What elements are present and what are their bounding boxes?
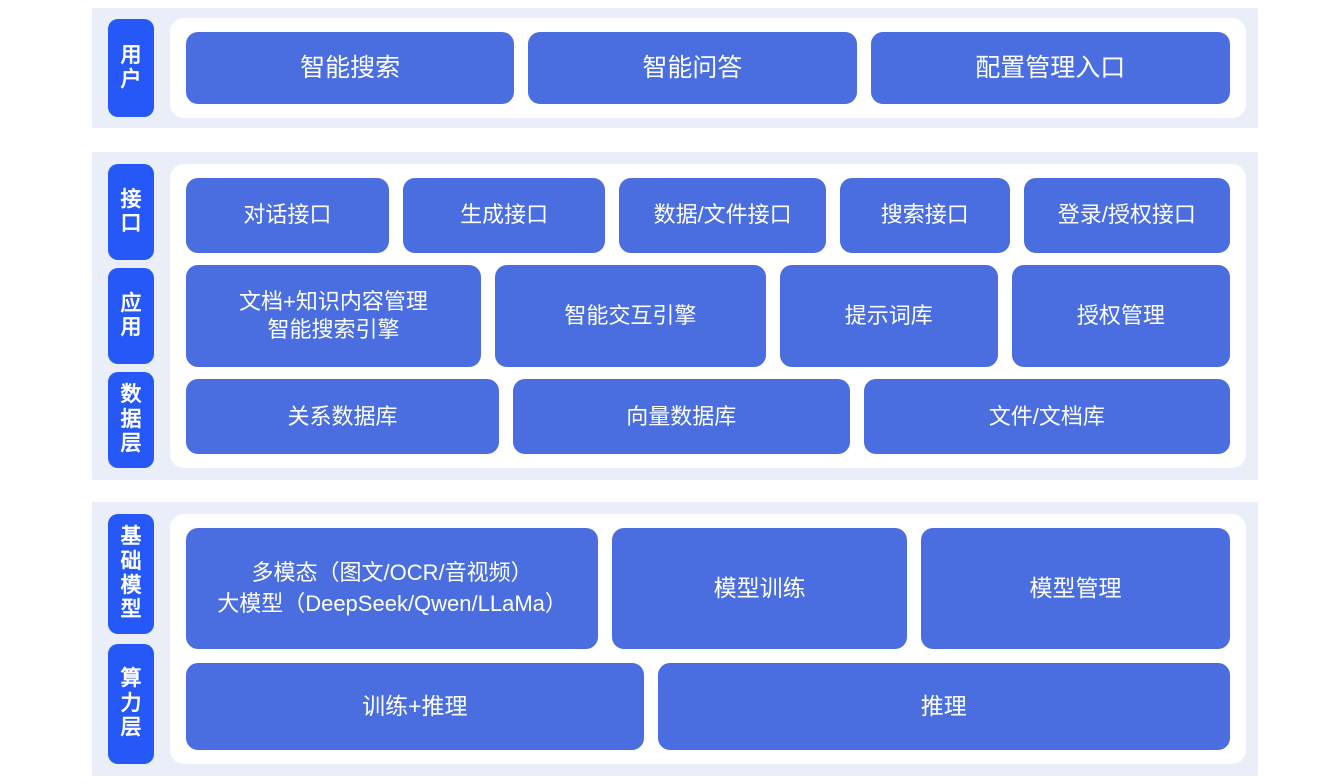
box-smart-qa[interactable]: 智能问答 (528, 32, 857, 104)
layer-tabs-column-infra: 基础模型 算力层 (92, 502, 154, 776)
box-search-api[interactable]: 搜索接口 (839, 178, 1010, 253)
box-vector-database[interactable]: 向量数据库 (512, 379, 850, 454)
layer-card-infra: 多模态（图文/OCR/音视频） 大模型（DeepSeek/Qwen/LLaMa）… (170, 514, 1246, 764)
layer-group-core: 接口 应用 数据层 对话接口 生成接口 数据/文件接口 搜索接口 登录/授权接口… (92, 152, 1258, 480)
box-prompt-library[interactable]: 提示词库 (779, 264, 998, 368)
layer-tab-compute[interactable]: 算力层 (108, 644, 154, 764)
layer-tab-user[interactable]: 用户 (108, 19, 154, 117)
box-multimodal-large-model[interactable]: 多模态（图文/OCR/音视频） 大模型（DeepSeek/Qwen/LLaMa） (186, 528, 599, 649)
box-model-training[interactable]: 模型训练 (612, 528, 908, 649)
box-data-file-api[interactable]: 数据/文件接口 (619, 178, 826, 253)
layer-card-core: 对话接口 生成接口 数据/文件接口 搜索接口 登录/授权接口 文档+知识内容管理… (170, 164, 1246, 468)
box-config-management-entry[interactable]: 配置管理入口 (870, 32, 1231, 104)
box-smart-interaction-engine[interactable]: 智能交互引擎 (494, 264, 766, 368)
box-dialog-api[interactable]: 对话接口 (186, 178, 389, 253)
box-row-user-entries: 智能搜索 智能问答 配置管理入口 (186, 32, 1231, 104)
layer-tab-interface[interactable]: 接口 (108, 164, 154, 260)
layer-group-user: 用户 智能搜索 智能问答 配置管理入口 (92, 8, 1258, 128)
box-smart-search[interactable]: 智能搜索 (186, 32, 515, 104)
box-doc-knowledge-and-search-engine[interactable]: 文档+知识内容管理 智能搜索引擎 (186, 264, 481, 368)
box-authorization-management[interactable]: 授权管理 (1011, 264, 1230, 368)
box-file-document-store[interactable]: 文件/文档库 (863, 379, 1230, 454)
box-relational-database[interactable]: 关系数据库 (186, 379, 499, 454)
layer-tab-data[interactable]: 数据层 (108, 372, 154, 468)
box-row-compute: 训练+推理 推理 (186, 662, 1230, 750)
box-row-models: 多模态（图文/OCR/音视频） 大模型（DeepSeek/Qwen/LLaMa）… (186, 528, 1230, 649)
layer-tabs-column-core: 接口 应用 数据层 (92, 152, 154, 480)
layer-tab-application[interactable]: 应用 (108, 268, 154, 364)
box-model-management[interactable]: 模型管理 (921, 528, 1230, 649)
layer-group-infra: 基础模型 算力层 多模态（图文/OCR/音视频） 大模型（DeepSeek/Qw… (92, 502, 1258, 776)
layer-tab-foundation-model[interactable]: 基础模型 (108, 514, 154, 634)
box-login-auth-api[interactable]: 登录/授权接口 (1023, 178, 1230, 253)
box-generation-api[interactable]: 生成接口 (402, 178, 606, 253)
layer-card-user: 智能搜索 智能问答 配置管理入口 (170, 18, 1246, 118)
box-row-interfaces: 对话接口 生成接口 数据/文件接口 搜索接口 登录/授权接口 (186, 178, 1230, 253)
box-row-data-stores: 关系数据库 向量数据库 文件/文档库 (186, 379, 1230, 454)
box-row-applications: 文档+知识内容管理 智能搜索引擎 智能交互引擎 提示词库 授权管理 (186, 264, 1230, 368)
layer-tabs-column-user: 用户 (92, 8, 154, 128)
box-inference[interactable]: 推理 (657, 662, 1230, 750)
box-training-plus-inference[interactable]: 训练+推理 (186, 662, 644, 750)
